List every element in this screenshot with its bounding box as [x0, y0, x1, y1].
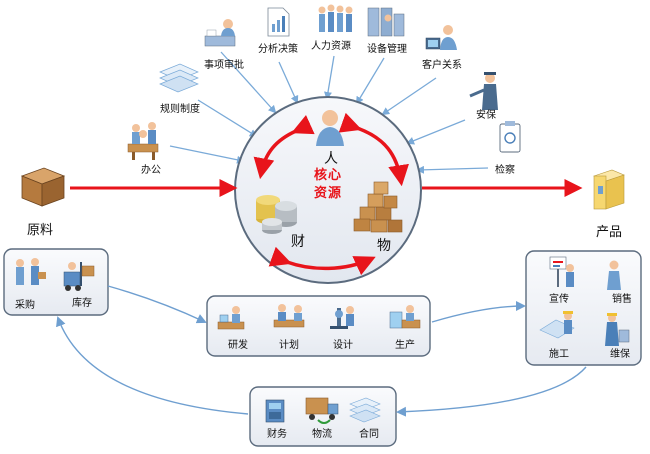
satellite-label-equipment: 设备管理: [367, 44, 407, 55]
office-meeting-icon: [127, 122, 159, 160]
satellite-label-hr: 人力资源: [311, 41, 351, 52]
satellite-label-approval: 事项审批: [204, 60, 244, 71]
people-group-icon: [318, 4, 353, 32]
spoke-rules: [197, 99, 258, 138]
spoke-analysis: [278, 61, 299, 104]
group-label-promotion: 宣传: [549, 294, 569, 305]
flow-purchase-to-production: [107, 285, 207, 324]
person-icon: [316, 110, 344, 146]
security-guard-icon: [469, 72, 498, 110]
microscope-icon: [330, 306, 354, 329]
assembly-icon: [389, 305, 421, 329]
spoke-security: [406, 119, 466, 145]
inspection-clipboard-icon: [499, 121, 521, 153]
spoke-inspection: [416, 165, 489, 174]
raw-material-crate-icon: [20, 167, 66, 207]
satellite-label-crm: 客户关系: [422, 60, 462, 71]
group-label-production: 生产: [395, 340, 415, 351]
production-group-box: [206, 295, 431, 357]
cycle-arrows: [253, 112, 409, 276]
money-label: 财: [291, 234, 305, 250]
spoke-hr: [324, 55, 335, 100]
presentation-board-icon: [549, 256, 574, 287]
flow-production-to-sales: [431, 301, 526, 323]
group-label-purchase: 采购: [15, 300, 35, 311]
spoke-arrows: [169, 51, 489, 174]
purchase-people-icon: [16, 258, 46, 285]
spoke-crm: [381, 77, 437, 116]
satellite-label-rules: 规则制度: [160, 104, 200, 115]
group-label-sales: 销售: [612, 294, 632, 305]
satellite-label-inspection: 检察: [495, 165, 515, 176]
group-label-logistics: 物流: [312, 429, 332, 440]
customer-computer-icon: [425, 25, 457, 50]
document-stack-icon: [159, 63, 199, 93]
sales-group-box: [525, 250, 642, 366]
cycle-arrow-left: [253, 114, 315, 180]
cycle-arrow-right: [338, 112, 409, 187]
group-label-design: 设计: [333, 340, 353, 351]
group-label-rnd: 研发: [228, 340, 248, 351]
goods-label: 物: [377, 238, 391, 254]
satellite-label-analysis: 分析决策: [258, 44, 298, 55]
person-label: 人: [324, 151, 338, 167]
salesperson-icon: [607, 260, 621, 290]
cash-register-icon: [265, 399, 285, 423]
delivery-truck-icon: [305, 397, 339, 424]
spoke-equipment: [355, 57, 385, 105]
group-label-finance: 财务: [267, 429, 287, 440]
satellite-label-office: 办公: [141, 165, 161, 176]
group-label-maintenance: 维保: [610, 349, 630, 360]
maintenance-worker-icon: [605, 313, 630, 346]
forklift-icon: [63, 262, 95, 291]
group-label-contract: 合同: [359, 429, 379, 440]
core-title-line2: 资源: [313, 186, 343, 201]
rnd-desk-icon: [217, 306, 245, 330]
server-equipment-icon: [367, 7, 405, 37]
raw-material-label: 原料: [26, 223, 54, 238]
approval-desk-icon: [204, 19, 236, 47]
core-title-line1: 核心: [313, 168, 343, 183]
flow-sales-to-finance: [396, 366, 587, 417]
group-label-inventory: 库存: [72, 298, 92, 309]
group-label-planning: 计划: [279, 340, 299, 351]
report-document-icon: [267, 7, 290, 37]
satellite-label-security: 安保: [476, 110, 496, 121]
product-package-icon: [593, 169, 625, 210]
spoke-office: [169, 145, 245, 164]
flow-finance-to-purchase: [56, 316, 249, 415]
product-label: 产品: [595, 225, 623, 240]
group-label-construction: 施工: [549, 349, 569, 360]
coins-icon: [256, 195, 297, 234]
planning-desk-icon: [273, 304, 305, 328]
spoke-approval: [220, 51, 277, 114]
blueprint-worker-icon: [539, 311, 575, 339]
contract-papers-icon: [349, 397, 381, 423]
cycle-arrow-bottom: [268, 246, 376, 276]
boxes-icon: [353, 181, 403, 233]
process-flow-arrows: [56, 285, 587, 417]
